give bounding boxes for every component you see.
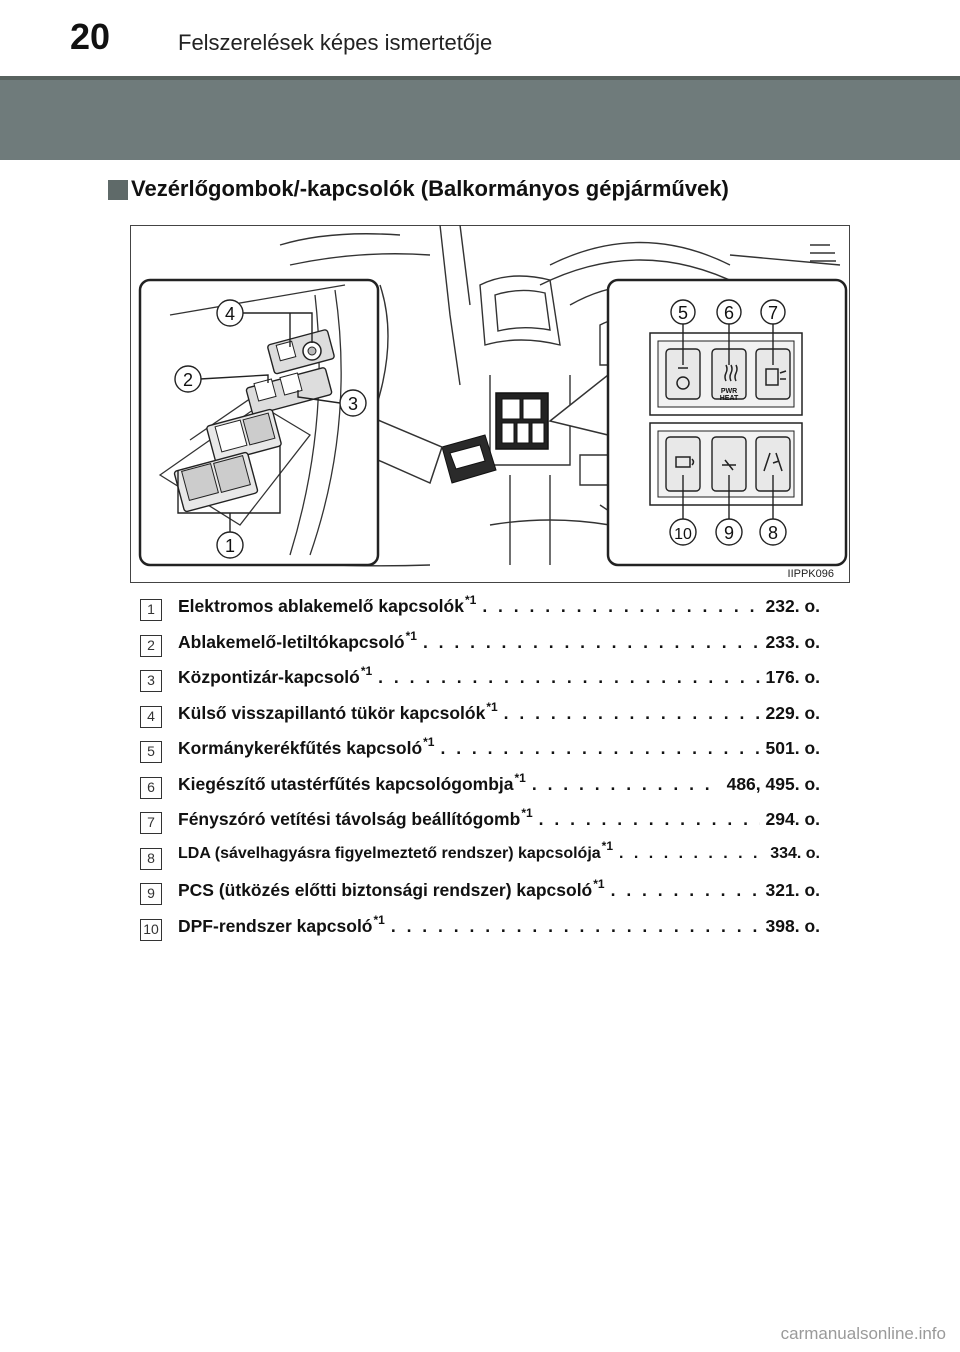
list-item: 9 PCS (ütközés előtti biztonsági rendsze… (140, 877, 820, 913)
illustration-svg: 4 2 3 1 PWR (130, 225, 850, 583)
item-page-ref[interactable]: 334. o. (770, 844, 820, 862)
item-label: Kiegészítő utastérfűtés kapcsológombja (178, 773, 514, 794)
callout-8: 8 (768, 523, 778, 543)
item-number: 10 (140, 918, 162, 941)
item-label: PCS (ütközés előtti biztonsági rendszer)… (178, 880, 593, 900)
callout-9: 9 (724, 523, 734, 543)
item-number: 6 (140, 776, 162, 799)
item-footnote: *1 (514, 770, 526, 785)
item-footnote: *1 (601, 838, 614, 853)
item-page-ref[interactable]: 321. o. (765, 880, 820, 900)
item-label: Kormánykerékfűtés kapcsoló (178, 738, 423, 758)
item-number: 3 (140, 670, 162, 692)
list-item: 2 Ablakemelő-letiltókapcsoló*1 233. o. (140, 629, 820, 665)
item-page-ref[interactable]: 176. o. (765, 667, 820, 687)
item-page-ref[interactable]: 229. o. (765, 702, 820, 723)
item-number: 4 (140, 705, 162, 728)
heat-label: HEAT (720, 395, 739, 402)
item-label: Ablakemelő-letiltókapcsoló (178, 631, 405, 652)
item-footnote: *1 (373, 912, 385, 927)
section-title: Vezérlőgombok/-kapcsolók (Balkormányos g… (131, 176, 729, 201)
item-number: 5 (140, 741, 162, 763)
controls-list: 1 Elektromos ablakemelő kapcsolók*1 232.… (140, 593, 820, 948)
item-footnote: *1 (423, 735, 435, 749)
item-footnote: *1 (521, 806, 533, 820)
item-page-ref[interactable]: 294. o. (765, 809, 820, 829)
leader-dots (539, 809, 760, 830)
item-number: 9 (140, 883, 162, 905)
item-page-ref[interactable]: 398. o. (765, 915, 820, 936)
item-number: 1 (140, 599, 162, 621)
item-number: 7 (140, 812, 162, 834)
header-band (0, 76, 960, 160)
callout-4: 4 (225, 304, 235, 324)
watermark-url[interactable]: carmanualsonline.info (780, 1324, 946, 1343)
item-footnote: *1 (593, 877, 605, 891)
callout-1: 1 (225, 536, 235, 556)
leader-dots (482, 596, 759, 617)
section-marker (108, 180, 128, 200)
item-page-ref[interactable]: 501. o. (765, 738, 820, 758)
list-item: 4 Külső visszapillantó tükör kapcsolók*1… (140, 700, 820, 736)
leader-dots (440, 738, 759, 759)
list-item: 1 Elektromos ablakemelő kapcsolók*1 232.… (140, 593, 820, 629)
callout-10: 10 (674, 526, 692, 543)
item-label: Elektromos ablakemelő kapcsolók (178, 596, 464, 616)
pwr-label: PWR (721, 388, 737, 395)
item-footnote: *1 (405, 628, 417, 643)
leader-dots (611, 880, 760, 901)
item-label: DPF-rendszer kapcsoló (178, 915, 373, 936)
callout-2: 2 (183, 370, 193, 390)
item-label: Külső visszapillantó tükör kapcsolók (178, 702, 486, 723)
item-page-ref[interactable]: 233. o. (765, 631, 820, 652)
list-item: 5 Kormánykerékfűtés kapcsoló*1 501. o. (140, 735, 820, 771)
header-band-edge (0, 76, 960, 80)
list-item: 6 Kiegészítő utastérfűtés kapcsológombja… (140, 771, 820, 807)
figure-code: IIPPK096 (788, 568, 834, 580)
center-switch-block (495, 392, 549, 450)
list-item: 8 LDA (sávelhagyásra figyelmeztető rends… (140, 838, 820, 878)
callout-5: 5 (678, 303, 688, 323)
leader-dots (532, 774, 721, 795)
page-heading: Felszerelések képes ismertetője (178, 30, 493, 55)
controls-illustration: 4 2 3 1 PWR (130, 225, 850, 583)
leader-dots (504, 703, 760, 724)
list-item: 3 Központizár-kapcsoló*1 176. o. (140, 664, 820, 700)
callout-6: 6 (724, 303, 734, 323)
item-label: Fényszóró vetítési távolság beállítógomb (178, 809, 521, 829)
list-item: 7 Fényszóró vetítési távolság beállítógo… (140, 806, 820, 842)
list-item: 10 DPF-rendszer kapcsoló*1 398. o. (140, 913, 820, 949)
item-label: LDA (sávelhagyásra figyelmeztető rendsze… (178, 844, 601, 862)
left-inset-panel: 4 2 3 1 (138, 278, 380, 567)
callout-7: 7 (768, 303, 778, 323)
item-footnote: *1 (360, 664, 373, 678)
door-switch-block (441, 434, 497, 484)
item-number: 2 (140, 634, 162, 657)
item-page-ref[interactable]: 486, 495. o. (726, 773, 820, 794)
leader-dots (619, 845, 764, 863)
item-label: Központizár-kapcsoló (178, 667, 360, 687)
leader-dots (391, 916, 760, 937)
leader-dots (423, 632, 760, 653)
page-number: 20 (70, 16, 111, 57)
leader-dots (378, 667, 759, 688)
page-header: 20 Felszerelések képes ismertetője (0, 0, 960, 76)
item-footnote: *1 (486, 699, 498, 714)
item-footnote: *1 (464, 593, 477, 607)
right-inset-panel: PWR HEAT (606, 278, 848, 567)
item-page-ref[interactable]: 232. o. (765, 596, 820, 616)
item-number: 8 (140, 847, 162, 870)
callout-3: 3 (348, 394, 358, 414)
